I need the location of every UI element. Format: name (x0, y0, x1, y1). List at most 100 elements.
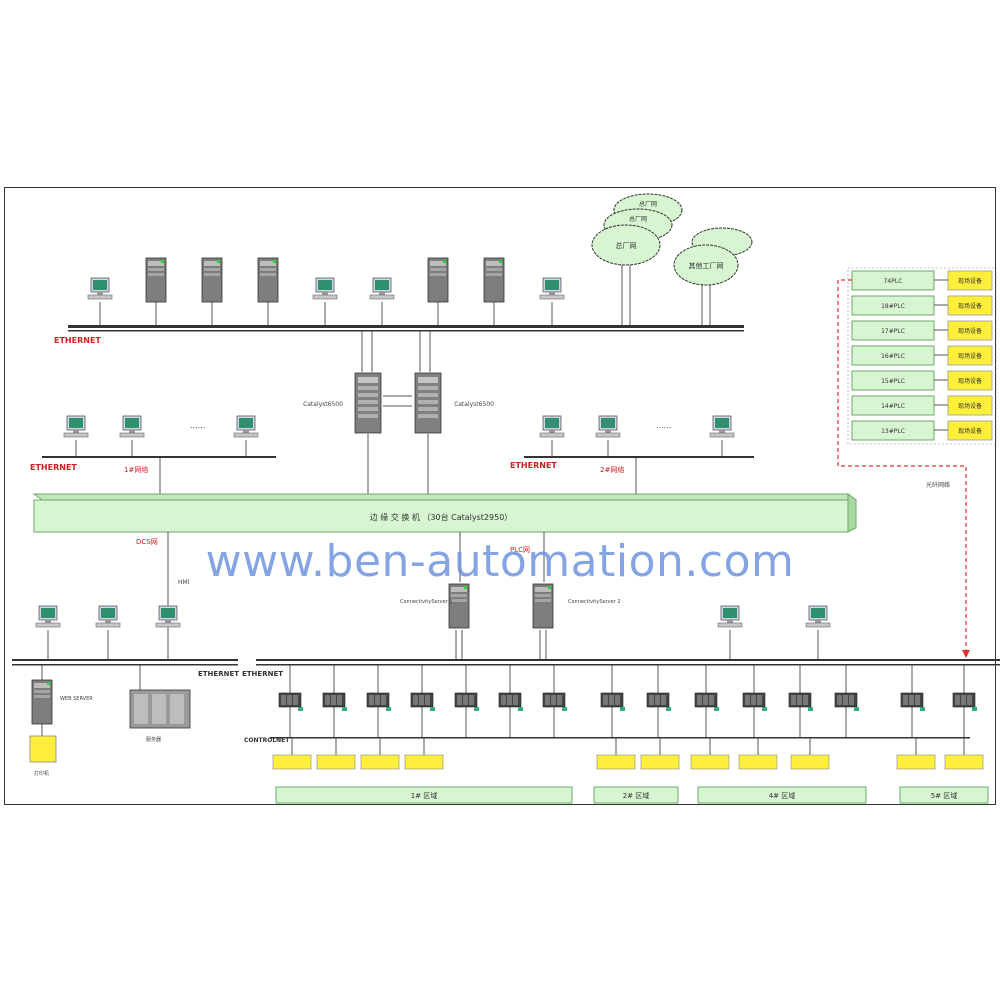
plc-icon (646, 692, 672, 712)
cloud-label: 总厂网 (629, 215, 647, 223)
plc-icon (322, 692, 348, 712)
lower-right-network: PLC网 ConnectivityServer 1 ConnectivitySe… (242, 532, 1000, 804)
web-server-label: WEB SERVER (60, 696, 93, 702)
field-device-tag (316, 754, 356, 770)
rack-label: 服务器 (146, 736, 161, 743)
area-bar (697, 786, 867, 804)
plc-icon (600, 692, 626, 712)
cloud-group-left: 总厂网 总厂网 总厂网 (591, 193, 683, 325)
top-level: ETHERNET 总厂网 总厂网 总厂网 (54, 193, 753, 345)
workstation-icon (717, 605, 743, 628)
area-bar (275, 786, 573, 804)
cloud-label: 其他工厂网 (689, 261, 724, 270)
plc-row (278, 665, 978, 737)
workstation-icon (95, 605, 121, 628)
field-device-tag (947, 295, 993, 316)
printer-label: 打印机 (34, 770, 49, 777)
field-device-tag (738, 754, 778, 770)
left-ethernet-label: ETHERNET (30, 463, 77, 472)
field-device-tag (272, 754, 312, 770)
plc-icon (952, 692, 978, 712)
server-icon (31, 679, 53, 725)
field-device-label: 现场设备 (958, 427, 982, 435)
plc-box-label: 18#PLC (881, 303, 905, 310)
plc-icon (542, 692, 568, 712)
core-switches: Catalyst6500 Catalyst6500 (303, 331, 494, 494)
plc-icon (498, 692, 524, 712)
cloud-label: 总厂网 (639, 200, 657, 208)
plc-icon (410, 692, 436, 712)
workstation-icon (805, 605, 831, 628)
workstation-icon (63, 415, 89, 438)
lower-left-network: DCS网 ETHERNET HMI WEB SERVER 服务器 打印机 (12, 532, 239, 777)
plc-icon (788, 692, 814, 712)
field-device-tag (947, 395, 993, 416)
ellipsis: ...... (656, 421, 671, 430)
field-device-tag (896, 754, 936, 770)
middle-right-network: ETHERNET 2#网络 ...... (510, 415, 754, 494)
connectivity-server-label: ConnectivityServer 1 (400, 599, 453, 605)
area-label: 1# 区域 (411, 791, 438, 800)
core-switch-icon (354, 372, 382, 434)
printer-icon (29, 735, 57, 763)
plc-icon (366, 692, 392, 712)
bottom-right-ethernet-label: ETHERNET (242, 670, 283, 678)
field-device-tag (640, 754, 680, 770)
plc-icon (278, 692, 304, 712)
cloud-group-right: 其他工厂网 (673, 227, 753, 325)
workstation-icon (35, 605, 61, 628)
field-device-label: 现场设备 (958, 377, 982, 385)
backbone-switch-bar: 边 缘 交 换 机 （30台 Catalyst2950） (32, 493, 858, 533)
server-rack-icon (129, 689, 191, 729)
server-icon (483, 257, 505, 303)
workstation-icon (87, 277, 113, 300)
plc-box-label: 16#PLC (881, 353, 905, 360)
server-icon (532, 583, 554, 629)
workstation-icon (155, 605, 181, 628)
connectivity-server-label: ConnectivityServer 2 (568, 599, 621, 605)
field-device-tag (360, 754, 400, 770)
area-bar (593, 786, 679, 804)
server-icon (145, 257, 167, 303)
backbone-label: 边 缘 交 换 机 （30台 Catalyst2950） (370, 512, 513, 522)
area-label: 2# 区域 (623, 791, 650, 800)
server-icon (257, 257, 279, 303)
hmi-label: HMI (178, 579, 190, 586)
field-device-label: 现场设备 (958, 277, 982, 285)
server-icon (448, 583, 470, 629)
field-device-tag (944, 754, 984, 770)
plc-icon (900, 692, 926, 712)
server-icon (201, 257, 223, 303)
controlnet-label: CONTROLNET (244, 737, 290, 744)
ellipsis: ...... (190, 421, 205, 430)
plc-icon (834, 692, 860, 712)
workstation-icon (119, 415, 145, 438)
field-device-row (272, 738, 984, 770)
workstation-icon (539, 277, 565, 300)
core-switch-icon (414, 372, 442, 434)
plc-box-label: 14#PLC (881, 403, 905, 410)
dcs-link-label: DCS网 (136, 538, 158, 546)
area-bar (899, 786, 989, 804)
core-switch-label: Catalyst6500 (454, 401, 494, 408)
area-bars: 1# 区域 2# 区域 4# 区域 5# 区域 (275, 786, 989, 804)
field-device-tag (690, 754, 730, 770)
field-device-tag (947, 345, 993, 366)
server-icon (427, 257, 449, 303)
top-ethernet-label: ETHERNET (54, 336, 101, 345)
plc-icon (742, 692, 768, 712)
plc-box-label: 15#PLC (881, 378, 905, 385)
left-network-label: 1#网络 (124, 465, 148, 474)
field-device-label: 现场设备 (958, 352, 982, 360)
plc-box-label: 74PLC (884, 278, 903, 285)
plc-icon (694, 692, 720, 712)
workstation-icon (539, 415, 565, 438)
field-device-tag (790, 754, 830, 770)
right-network-label: 2#网络 (600, 465, 624, 474)
field-device-tag (947, 320, 993, 341)
area-label: 4# 区域 (769, 791, 796, 800)
core-switch-label: Catalyst6500 (303, 401, 343, 408)
field-device-label: 现场设备 (958, 402, 982, 410)
